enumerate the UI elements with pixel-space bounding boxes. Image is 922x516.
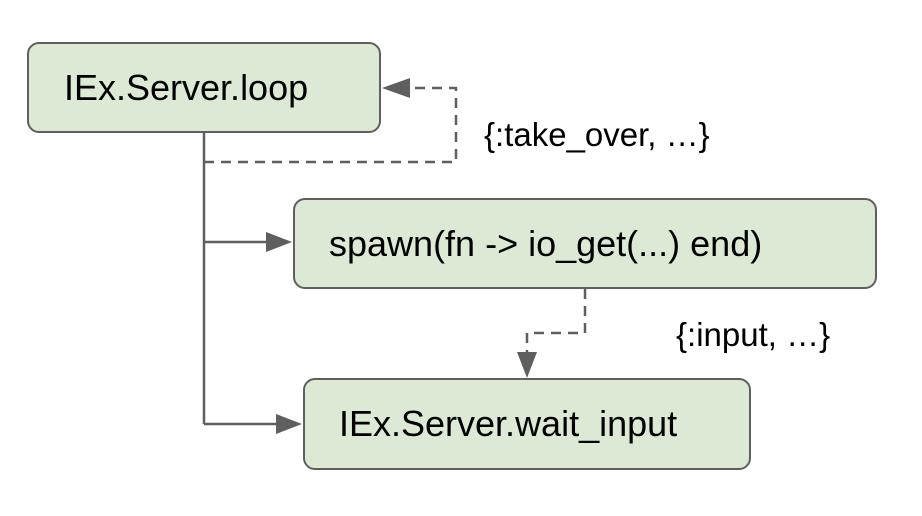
node-iex-server-wait-input: IEx.Server.wait_input bbox=[303, 378, 751, 470]
arrowhead-loop-return bbox=[382, 78, 410, 98]
edge-label-input: {:input, …} bbox=[676, 316, 831, 353]
arrowhead-wait bbox=[276, 414, 302, 434]
edge-label-take-over: {:take_over, …} bbox=[484, 116, 710, 153]
node-label-wait-input: IEx.Server.wait_input bbox=[339, 403, 678, 444]
arrowhead-spawn bbox=[266, 232, 292, 252]
node-iex-server-loop: IEx.Server.loop bbox=[27, 42, 381, 133]
node-label-spawn: spawn(fn -> io_get(...) end) bbox=[329, 222, 763, 264]
node-label-loop: IEx.Server.loop bbox=[64, 66, 309, 108]
edge-input-message bbox=[525, 289, 587, 352]
node-spawn-io-get: spawn(fn -> io_get(...) end) bbox=[293, 198, 877, 289]
edge-take-over-loop bbox=[204, 86, 458, 164]
arrowhead-wait-input bbox=[517, 352, 537, 378]
